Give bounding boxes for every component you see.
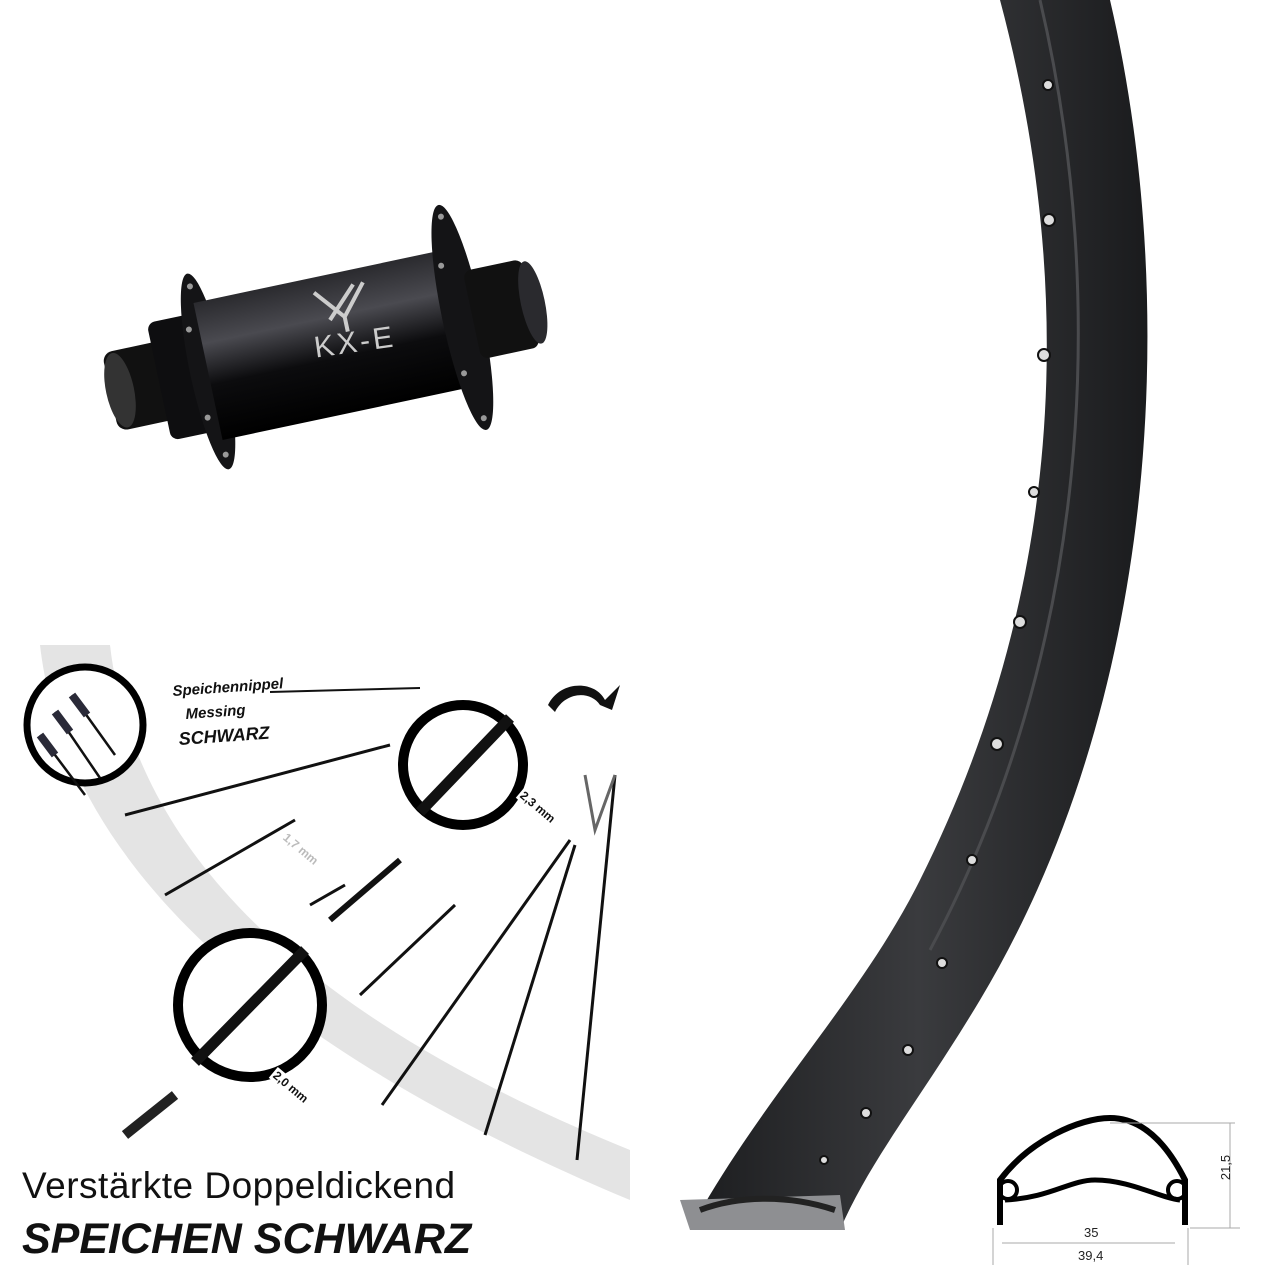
spoke-magnifier-top — [398, 700, 528, 830]
rim-image — [680, 0, 1148, 1230]
rim-height-value: 21,5 — [1218, 1154, 1234, 1181]
headline-line1: Verstärkte Doppeldickend — [22, 1165, 456, 1206]
nipple-magnifier — [23, 663, 147, 796]
headline-line2: SPEICHEN SCHWARZ — [22, 1215, 472, 1263]
spoke-magnifier-bottom — [173, 928, 327, 1082]
hub-image — [103, 204, 548, 470]
rim-profile-drawing — [992, 1114, 1240, 1265]
spokes — [121, 687, 617, 1161]
rim-outer-width-value: 39,4 — [1078, 1248, 1104, 1263]
spoke-head — [548, 685, 620, 712]
rim-inner-width-value: 35 — [1084, 1225, 1099, 1240]
